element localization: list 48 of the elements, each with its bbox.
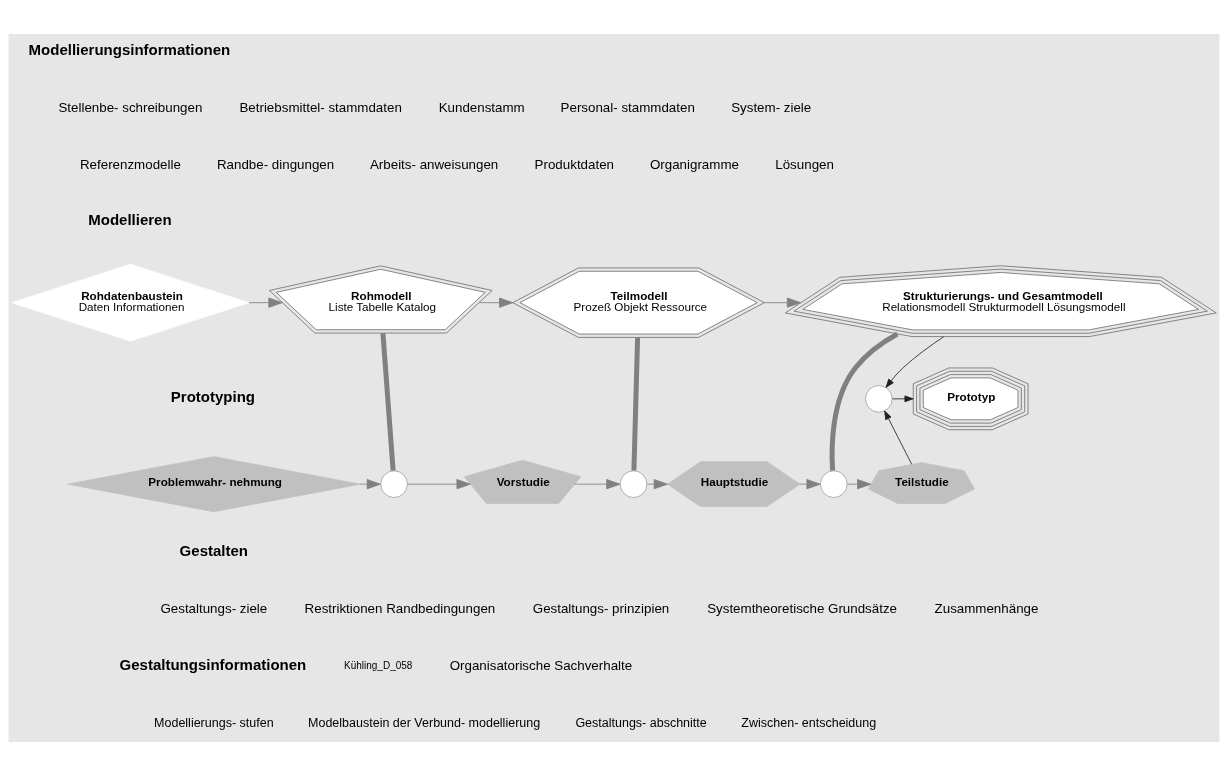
label: Organigramme [649, 157, 739, 173]
label: Modellierungsinformationen [28, 41, 231, 59]
label: Arbeits- anweisungen [369, 157, 499, 173]
node-circle [380, 470, 408, 498]
label: Gestaltungs- ziele [160, 601, 268, 617]
label: Produktdaten [534, 157, 614, 173]
arrow [646, 479, 668, 490]
label: Modellieren [88, 211, 172, 229]
label: Betriebsmittel- stammdaten [239, 100, 402, 116]
node-circle [820, 470, 848, 498]
label: Referenzmodelle [79, 157, 181, 173]
label: Stellenbe- schreibungen [58, 100, 203, 116]
label: Gestaltungsinformationen [119, 655, 307, 673]
arrow [847, 479, 872, 490]
arrow [799, 479, 821, 490]
label: Restriktionen Randbedingungen [304, 601, 496, 617]
legend-label: Gestaltungs- abschnitte [575, 715, 707, 730]
arrow [407, 479, 471, 490]
connector [631, 337, 641, 471]
label: Systemtheoretische Grundsätze [707, 601, 898, 617]
arrow [574, 479, 621, 490]
arrow [892, 395, 914, 403]
arrow [885, 336, 945, 388]
arrow [478, 297, 514, 308]
connector [380, 333, 396, 471]
arrow [248, 297, 283, 308]
label: Kühling_D_058 [344, 660, 413, 672]
arrow [359, 479, 381, 490]
legend-label: Modellierungs- stufen [154, 715, 274, 730]
label: Prototyping [170, 387, 256, 405]
label: Gestalten [179, 542, 248, 560]
node-diamond: Rohdatenbaustein Daten Informationen [11, 263, 250, 342]
label: Gestaltungs- prinzipien [532, 601, 670, 617]
label: Personal- stammdaten [560, 100, 695, 116]
node-diamond: Problemwahr- nehmung [67, 456, 361, 513]
node-circle [619, 470, 648, 498]
label: Organisatorische Sachverhalte [449, 658, 633, 674]
label: Kundenstamm [438, 100, 525, 116]
connector [829, 331, 899, 471]
legend-label: Zwischen- entscheidung [741, 715, 877, 730]
label: Randbe- dingungen [216, 157, 335, 173]
legend-label: Modelbaustein der Verbund- modellierung [308, 715, 541, 730]
label: Zusammenhänge [934, 601, 1039, 617]
arrow [884, 410, 913, 465]
label: System- ziele [731, 100, 812, 116]
label: Lösungen [775, 157, 834, 173]
node-circle [865, 385, 893, 413]
arrow [764, 297, 802, 308]
